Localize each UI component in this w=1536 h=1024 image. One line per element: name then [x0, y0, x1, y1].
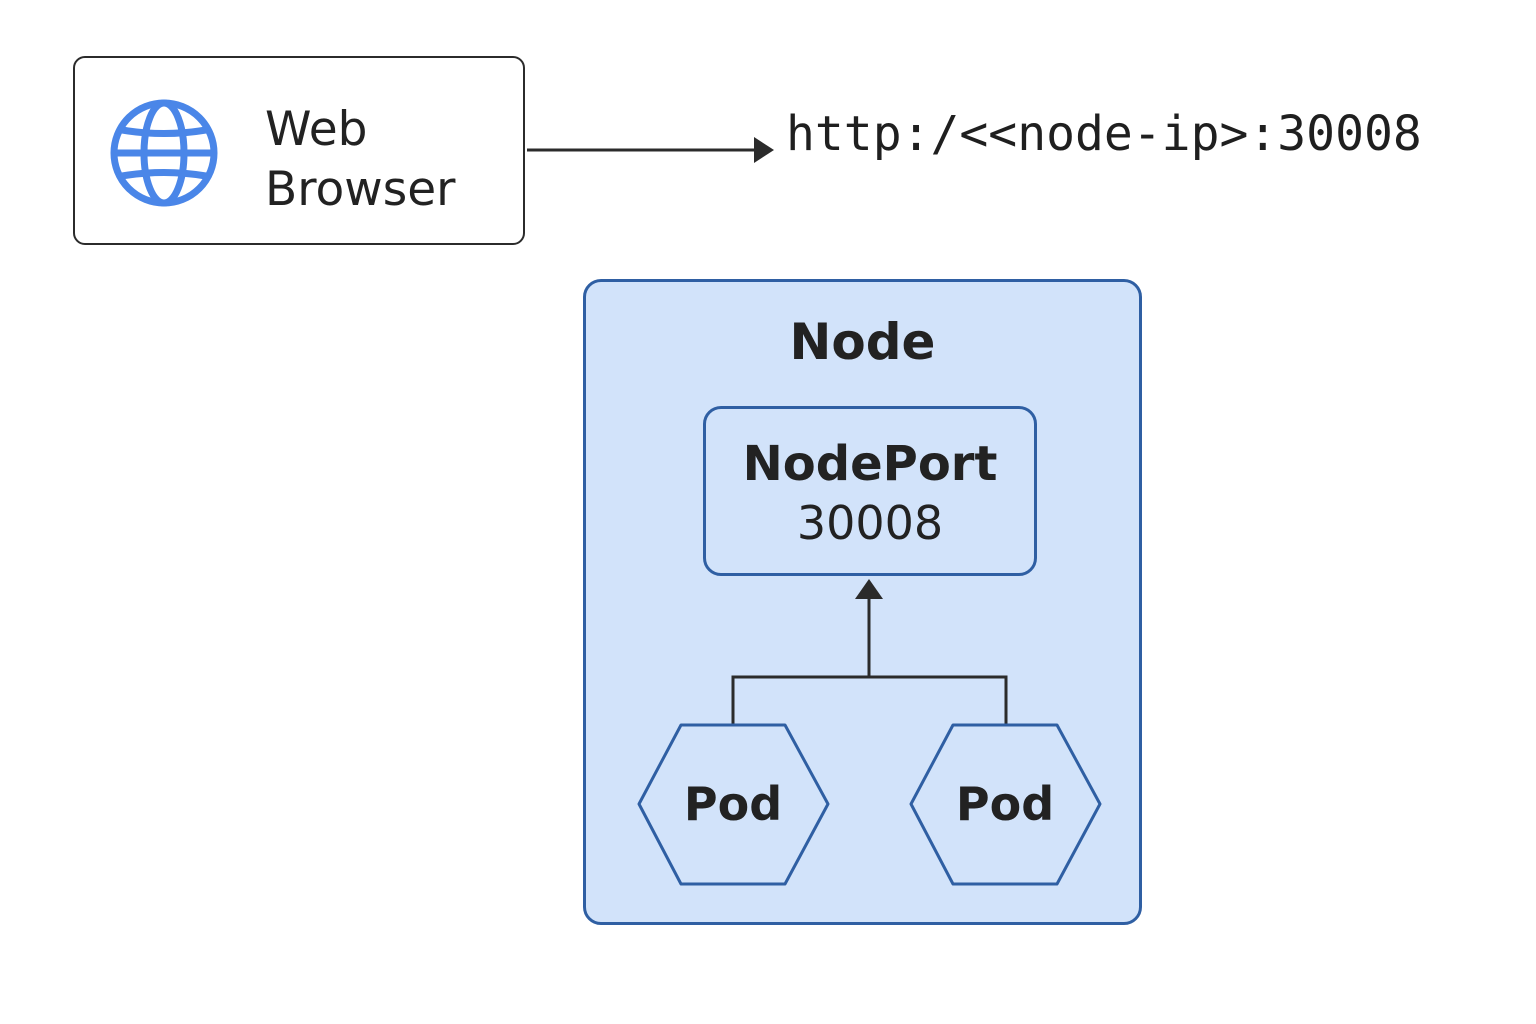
- pod-2-label: Pod: [955, 777, 1055, 831]
- node-url-text: http:/<<node-ip>:30008: [786, 106, 1422, 162]
- browser-to-url-arrow: [527, 137, 774, 163]
- web-browser-label-line1: Web: [265, 102, 368, 157]
- nodeport-service-box: NodePort 30008: [703, 406, 1037, 576]
- web-browser-label-line2: Browser: [265, 162, 456, 217]
- globe-icon: [110, 99, 218, 207]
- pod-1-label: Pod: [683, 777, 783, 831]
- nodeport-port-number: 30008: [796, 496, 944, 550]
- web-browser-label: Web Browser: [265, 100, 455, 220]
- node-title: Node: [789, 313, 936, 371]
- nodeport-title: NodePort: [742, 436, 998, 492]
